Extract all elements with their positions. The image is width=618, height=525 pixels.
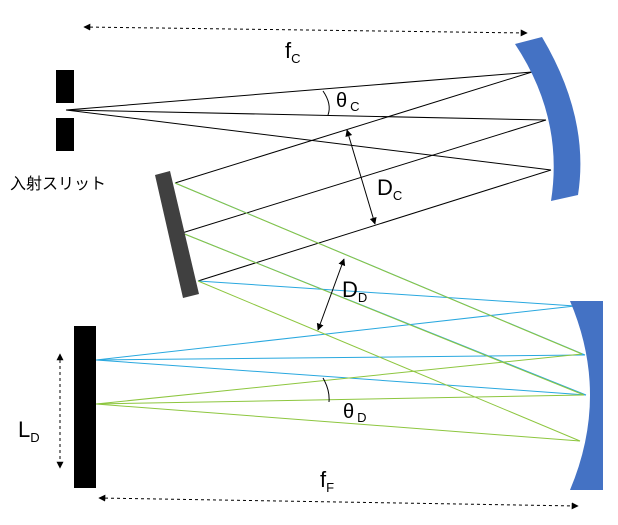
theta-c-arc — [322, 90, 330, 116]
collimating-mirror — [515, 37, 581, 201]
ff-dimension-arrow — [98, 494, 579, 510]
detector — [74, 326, 96, 488]
diffracted-rays-green — [95, 182, 585, 442]
label-fc: fC — [285, 38, 301, 66]
collimator-rays — [65, 71, 552, 282]
diffraction-grating — [155, 171, 199, 298]
slit-lower-jaw — [56, 118, 74, 151]
label-dd: DD — [342, 277, 367, 305]
theta-d-arc — [322, 377, 330, 403]
label-dc: DC — [377, 175, 402, 203]
label-entrance-slit: 入射スリット — [10, 175, 106, 193]
focusing-mirror — [570, 301, 603, 490]
dc-width-arrow — [345, 129, 377, 225]
label-ff: fF — [320, 467, 334, 495]
fc-dimension-arrow — [83, 23, 528, 37]
label-ld: LD — [18, 417, 40, 445]
dd-width-arrow — [316, 258, 346, 331]
slit-upper-jaw — [56, 70, 74, 103]
